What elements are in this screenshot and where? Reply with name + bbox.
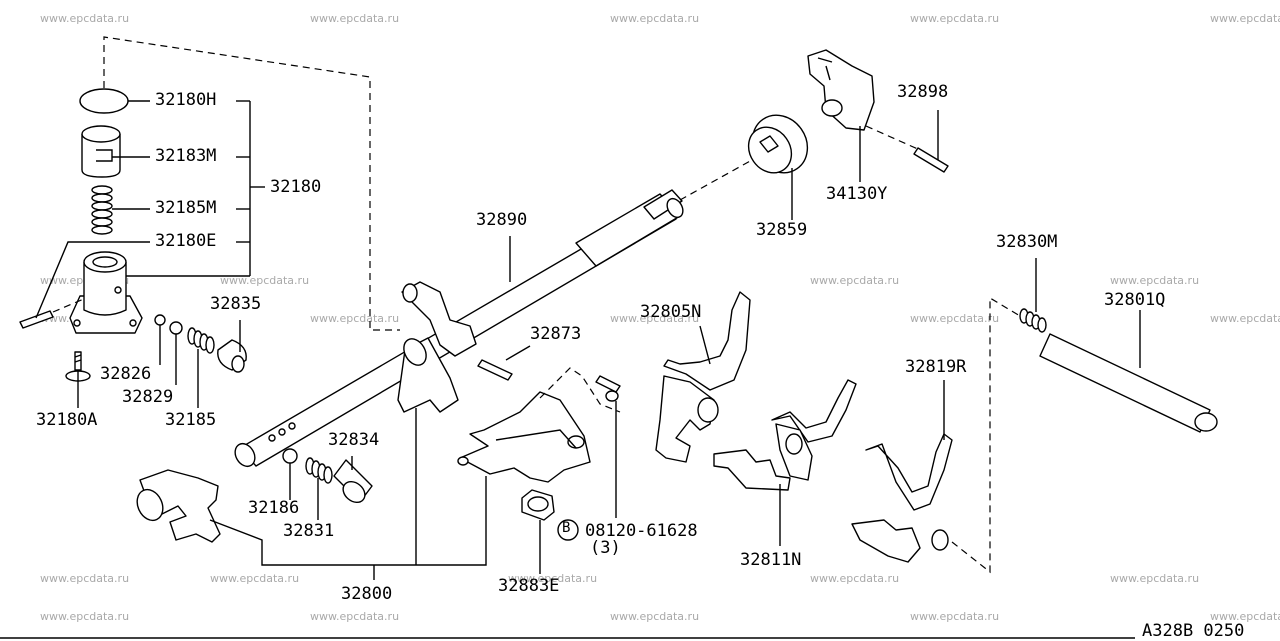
watermark: www.epcdata.ru [1110,572,1200,585]
part-label-32805N: 32805N [640,302,702,322]
watermark: www.epcdata.ru [810,572,900,585]
part-label-32185M: 32185M [155,198,217,218]
plunger-32183M [81,125,121,178]
part-label-08120-qty: (3) [590,538,621,558]
watermark: www.epcdata.ru [810,274,900,287]
part-label-32834: 32834 [328,430,380,450]
ball-32829 [169,321,183,335]
part-label-32883E: 32883E [498,576,560,596]
bushing-32883E [521,489,555,521]
bracket-assembly [457,391,591,483]
bolt-08120 [595,375,621,402]
plug-32834 [333,459,373,504]
coupling-32859 [747,114,809,174]
shift-rod-32801Q [1039,333,1218,433]
watermark: www.epcdata.ru [310,312,400,325]
part-label-32819R: 32819R [905,357,967,377]
watermark: www.epcdata.ru [210,572,300,585]
part-label-32801Q: 32801Q [1104,290,1166,310]
part-label-32180H: 32180H [155,90,217,110]
part-label-32180A: 32180A [36,410,98,430]
spring-32185M [91,185,113,235]
watermark: www.epcdata.ru [310,12,400,25]
watermark: www.epcdata.ru [1110,274,1200,287]
watermark: www.epcdata.ru [610,312,700,325]
part-label-08120-61628: 08120-61628 [585,521,698,541]
part-label-32898: 32898 [897,82,949,102]
part-label-32826: 32826 [100,364,152,384]
bolt-marker-circle [557,519,579,541]
plug-32835 [217,339,247,373]
fork-32819R [851,433,953,563]
watermark: www.epcdata.ru [910,12,1000,25]
ball-32186 [282,448,298,464]
part-label-32183M: 32183M [155,146,217,166]
part-label-32859: 32859 [756,220,808,240]
part-label-32800: 32800 [341,584,393,604]
watermark: www.epcdata.ru [1210,12,1280,25]
bracket-34130Y [807,49,875,131]
watermark: www.epcdata.ru [40,572,130,585]
part-label-32829: 32829 [122,387,174,407]
watermark: www.epcdata.ru [1210,312,1280,325]
part-label-32830M: 32830M [996,232,1058,252]
pin-left [19,297,87,329]
part-label-32811N: 32811N [740,550,802,570]
shift-lever [397,281,477,413]
part-label-32180: 32180 [270,177,322,197]
part-label-32186: 32186 [248,498,300,518]
spring-32830M [1019,308,1047,333]
part-label-32831: 32831 [283,521,335,541]
housing-32180E [69,251,143,334]
bolt-marker-letter: B [562,520,571,536]
spring-32185 [187,327,215,354]
watermark: www.epcdata.ru [220,274,310,287]
watermark: www.epcdata.ru [310,610,400,623]
watermark: www.epcdata.ru [910,312,1000,325]
watermark: www.epcdata.ru [40,12,130,25]
part-label-32185: 32185 [165,410,217,430]
pin-32898 [913,147,949,173]
ball-32826 [154,314,166,326]
fork-32805N [655,291,751,463]
fork-32811N [713,379,857,491]
part-label-34130Y: 34130Y [826,184,888,204]
diagram-ref-code: A328B 0250 [1142,621,1245,641]
reverse-bracket [136,469,221,543]
part-label-32890: 32890 [476,210,528,230]
watermark: www.epcdata.ru [40,610,130,623]
cap-32180H [79,88,129,114]
spring-32831 [305,457,333,484]
watermark: www.epcdata.ru [610,610,700,623]
pin-32873 [477,359,513,381]
rod-axis [679,159,753,201]
watermark: www.epcdata.ru [610,12,700,25]
watermark: www.epcdata.ru [910,610,1000,623]
part-label-32180E: 32180E [155,231,217,251]
watermark: www.epcdata.ru [1210,610,1280,623]
part-label-32873: 32873 [530,324,582,344]
watermark: www.epcdata.ru [508,572,598,585]
part-label-32835: 32835 [210,294,262,314]
